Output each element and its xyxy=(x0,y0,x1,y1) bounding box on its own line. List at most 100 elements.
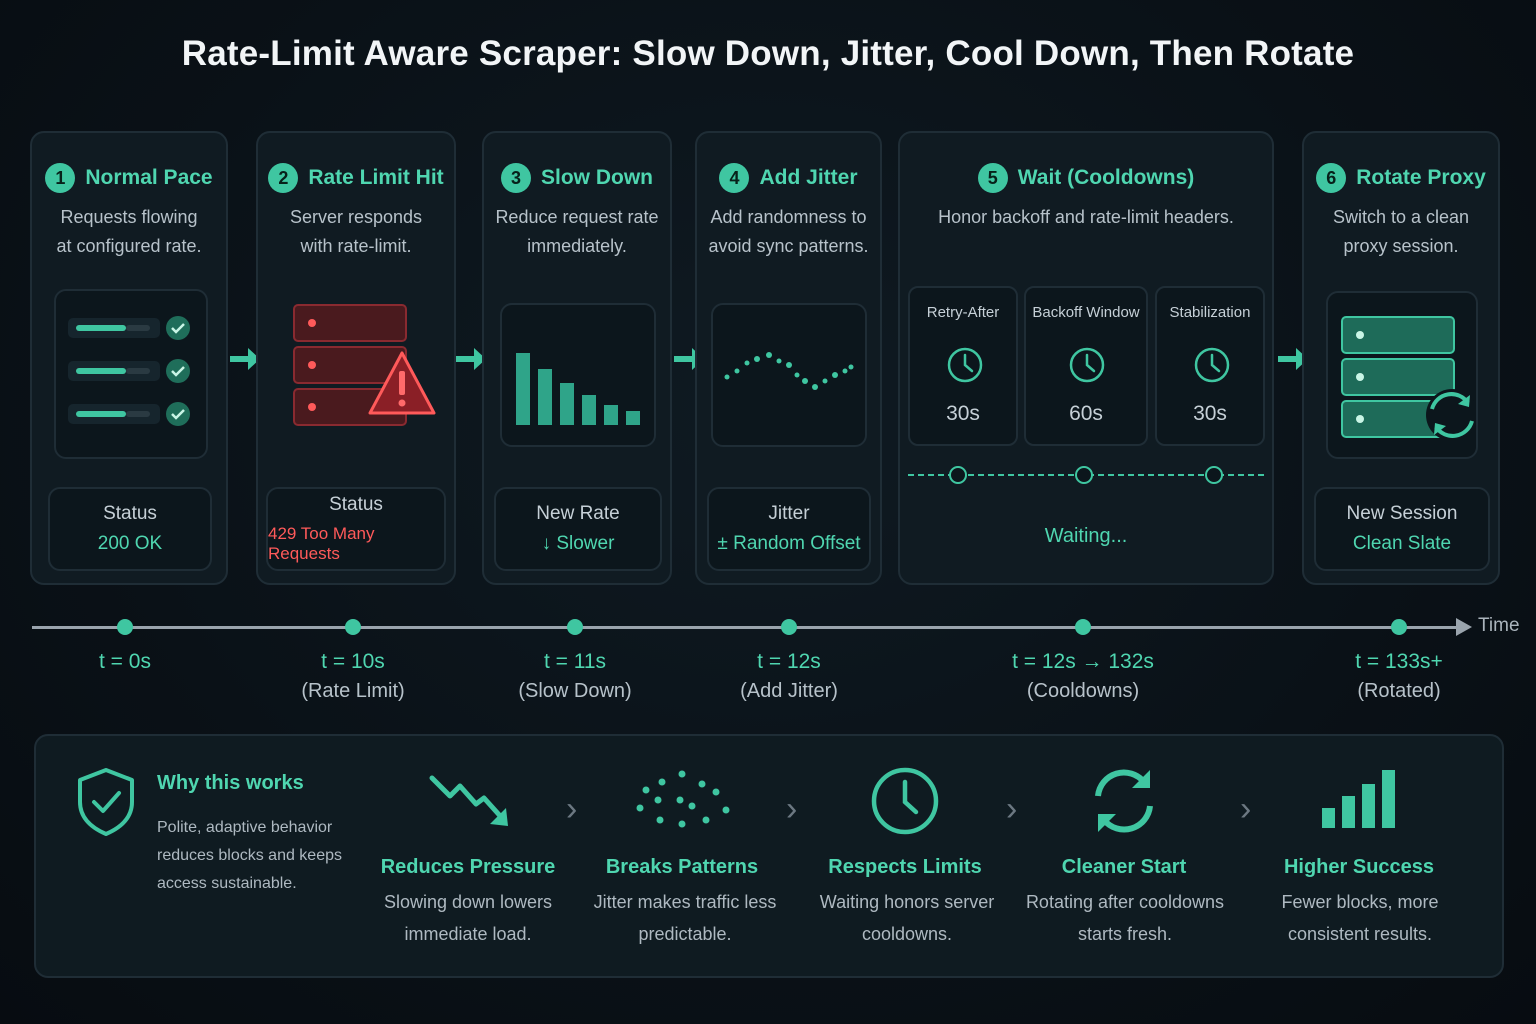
step-description: Switch to a clean proxy session. xyxy=(1312,203,1490,261)
timeline-point: t = 12s → 132s (Cooldowns) xyxy=(983,650,1183,703)
step-desc-line: avoid sync patterns. xyxy=(708,236,869,256)
proxy-rotate-illustration xyxy=(1326,291,1478,459)
cooldown-label: Stabilization xyxy=(1169,304,1251,321)
step-header: 3 Slow Down xyxy=(484,163,670,193)
arrow-right-icon xyxy=(1278,348,1308,370)
benefit-desc-line: immediate load. xyxy=(404,924,532,944)
step-description: Reduce request rate immediately. xyxy=(492,203,662,261)
timeline-time: t = 10s xyxy=(321,650,385,673)
benefit-title: Respects Limits xyxy=(828,856,982,878)
benefit-desc-line: consistent results. xyxy=(1287,924,1433,944)
status-value: ↓ Slower xyxy=(541,533,615,554)
cooldown-label: Backoff Window xyxy=(1032,304,1140,321)
chevron-right-icon: › xyxy=(786,790,798,828)
timeline-point: t = 12s (Add Jitter) xyxy=(689,650,889,703)
jitter-dots-icon xyxy=(724,352,854,390)
step-description: Server responds with rate-limit. xyxy=(266,203,446,261)
step-description: Add randomness to avoid sync patterns. xyxy=(705,203,872,261)
clock-icon xyxy=(871,767,939,835)
status-value: Clean Slate xyxy=(1352,533,1452,554)
page-title: Rate-Limit Aware Scraper: Slow Down, Jit… xyxy=(181,34,1355,73)
status-label: Status xyxy=(103,503,157,524)
clock-icon xyxy=(1194,347,1230,383)
status-box: New Rate ↓ Slower xyxy=(494,487,662,571)
benefit-title: Reduces Pressure xyxy=(380,856,556,878)
benefit-description: Slowing down lowers immediate load. xyxy=(358,886,578,950)
chevron-right-icon: › xyxy=(1240,790,1252,828)
chevron-right-icon: › xyxy=(566,790,578,828)
timeline-time: t = 0s xyxy=(99,650,151,673)
step-title: Wait (Cooldowns) xyxy=(1017,166,1195,189)
cooldown-value: 30s xyxy=(1193,402,1227,425)
timeline-time: t = 12s → 132s xyxy=(1012,650,1154,673)
timeline-time: t = 133s+ xyxy=(1355,650,1443,673)
timeline-dot xyxy=(117,619,133,635)
benefit-description: Jitter makes traffic less predictable. xyxy=(572,886,798,950)
clock-icon xyxy=(947,347,983,383)
timeline-point: t = 133s+ (Rotated) xyxy=(1299,650,1499,703)
status-box: Status 429 Too Many Requests xyxy=(266,487,446,571)
benefit-desc-line: Rotating after cooldowns xyxy=(1025,892,1225,912)
status-label: Status xyxy=(329,494,383,515)
cooldown-stabilization: Stabilization 30s xyxy=(1155,286,1265,446)
step-desc-line: Requests flowing xyxy=(60,207,198,227)
cooldown-retry-after: Retry-After 30s xyxy=(908,286,1018,446)
why-description: Polite, adaptive behavior reduces blocks… xyxy=(157,819,342,892)
step-card-rotate-proxy: 6 Rotate Proxy Switch to a clean proxy s… xyxy=(1302,131,1500,585)
waiting-status: Waiting... xyxy=(1044,525,1128,547)
step-description: Honor backoff and rate-limit headers. xyxy=(938,207,1234,227)
server-warning-icon xyxy=(293,304,436,426)
step-title: Add Jitter xyxy=(759,166,858,189)
timeline-dot xyxy=(345,619,361,635)
benefit-desc-line: Slowing down lowers xyxy=(383,892,553,912)
timeline-axis-label: Time xyxy=(1478,615,1520,636)
benefits-panel xyxy=(34,734,1504,978)
timeline-caption: (Rotated) xyxy=(1357,680,1441,702)
step-desc-line: Switch to a clean xyxy=(1332,207,1470,227)
step-title: Rate Limit Hit xyxy=(308,166,444,189)
refresh-icon xyxy=(1095,769,1153,833)
status-box: New Session Clean Slate xyxy=(1314,487,1490,571)
timeline-caption: (Cooldowns) xyxy=(1026,680,1140,702)
step-card-rate-limit-hit: 2 Rate Limit Hit Server responds with ra… xyxy=(256,131,456,585)
timeline-caption: (Slow Down) xyxy=(518,680,632,702)
benefit-description: Rotating after cooldowns starts fresh. xyxy=(1012,886,1238,950)
status-label: New Session xyxy=(1346,503,1458,524)
status-value: 200 OK xyxy=(97,533,163,554)
timeline-arrowhead-icon xyxy=(1456,618,1472,636)
status-label: New Rate xyxy=(536,503,620,524)
timeline-dot xyxy=(567,619,583,635)
step-title: Slow Down xyxy=(541,166,653,189)
jitter-wave-illustration xyxy=(711,303,867,447)
cooldown-track xyxy=(908,466,1264,484)
step-number: 6 xyxy=(1316,163,1347,193)
step-number: 3 xyxy=(501,163,531,193)
step-number: 5 xyxy=(977,163,1008,193)
cooldown-value: 60s xyxy=(1069,402,1103,425)
checked-rows-icon xyxy=(68,316,190,426)
timeline-time: t = 11s xyxy=(543,650,607,673)
timeline-dot xyxy=(1075,619,1091,635)
step-desc-line: at configured rate. xyxy=(56,236,202,256)
trend-down-icon xyxy=(429,775,508,826)
step-desc-line: Server responds xyxy=(289,207,423,227)
decreasing-bars-icon xyxy=(516,353,640,425)
arrow-right-icon xyxy=(456,348,486,370)
timeline-caption: (Rate Limit) xyxy=(301,680,405,702)
benefit-desc-line: Fewer blocks, more xyxy=(1281,892,1439,912)
scatter-dots-icon xyxy=(636,770,730,828)
benefit-description: Waiting honors server cooldowns. xyxy=(795,886,1019,950)
timeline-point: t = 11s (Slow Down) xyxy=(475,650,675,703)
step-desc-line: proxy session. xyxy=(1343,236,1459,256)
clock-icon xyxy=(1069,347,1105,383)
step-desc-line: Add randomness to xyxy=(710,207,867,227)
step-desc-line: with rate-limit. xyxy=(300,236,412,256)
step-header: 6 Rotate Proxy xyxy=(1304,163,1498,193)
bar-chart-icon xyxy=(1322,770,1395,828)
timeline-point: t = 10s (Rate Limit) xyxy=(253,650,453,703)
benefit-description: Fewer blocks, more consistent results. xyxy=(1249,886,1471,950)
step-header: 1 Normal Pace xyxy=(32,163,226,193)
step-card-slow-down: 3 Slow Down Reduce request rate immediat… xyxy=(482,131,672,585)
status-value: 429 Too Many Requests xyxy=(268,524,375,563)
step-title: Rotate Proxy xyxy=(1356,166,1486,189)
